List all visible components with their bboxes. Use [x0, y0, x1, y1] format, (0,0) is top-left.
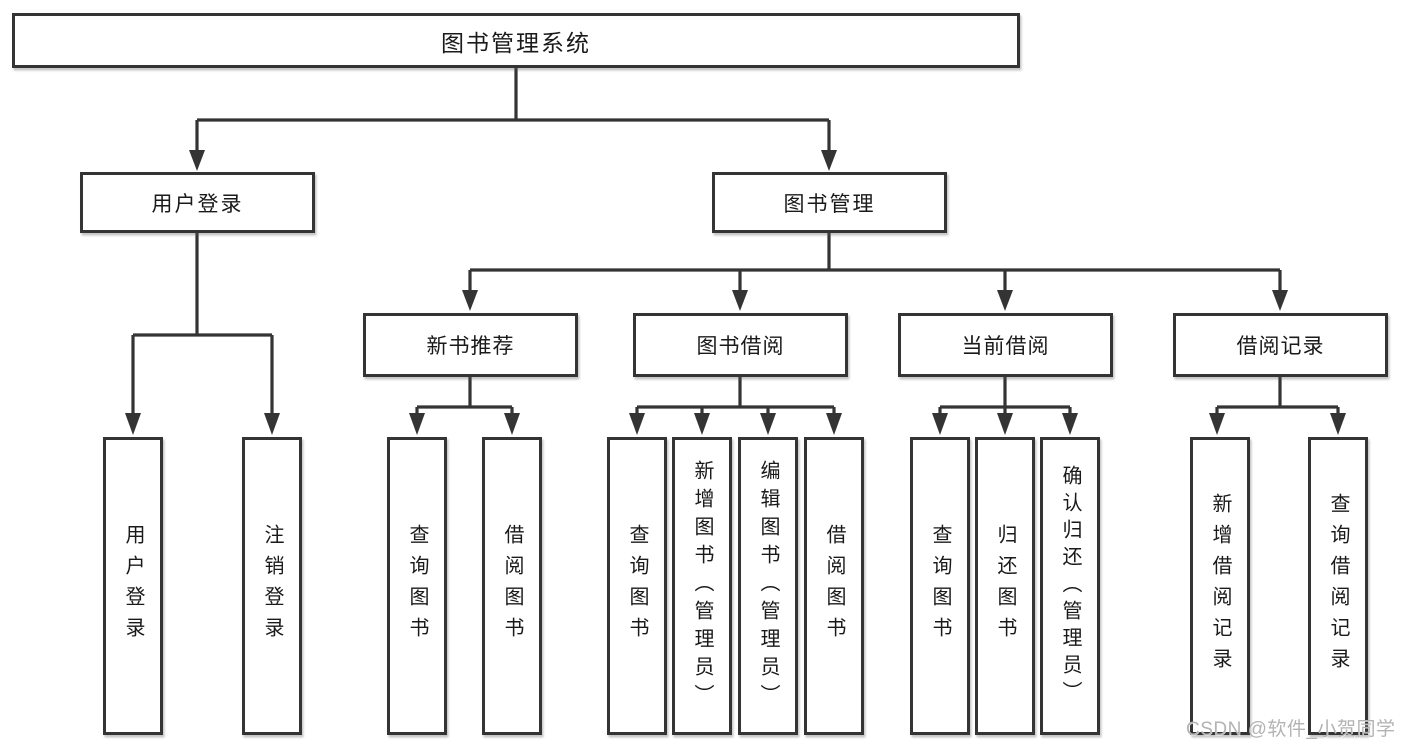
- node-current-borrowing: 当前借阅: [898, 313, 1113, 377]
- leaf-label: 借阅图书: [501, 524, 523, 648]
- node-leaf-borrow-books-1: 借阅图书: [482, 437, 542, 735]
- node-leaf-query-books-3: 查询图书: [910, 437, 970, 735]
- leaf-label: 查询图书: [626, 524, 648, 648]
- node-borrowing-records: 借阅记录: [1173, 313, 1388, 377]
- leaf-label: 查询图书: [406, 524, 428, 648]
- leaf-label: 用户登录: [122, 524, 144, 648]
- node-book-management: 图书管理: [712, 172, 947, 233]
- node-new-book-recommendation: 新书推荐: [363, 313, 578, 377]
- node-root: 图书管理系统: [12, 13, 1020, 68]
- node-leaf-logout: 注销登录: [242, 437, 302, 735]
- node-leaf-add-borrow-record: 新增借阅记录: [1190, 437, 1250, 735]
- node-leaf-confirm-return-admin: 确认归还（管理员）: [1040, 437, 1100, 735]
- leaf-label: 查询图书: [929, 524, 951, 648]
- node-leaf-user-login: 用户登录: [103, 437, 163, 735]
- leaf-label: 归还图书: [994, 524, 1016, 648]
- leaf-label: 新增借阅记录: [1209, 493, 1231, 679]
- leaf-label: 确认归还（管理员）: [1059, 464, 1081, 708]
- leaf-label: 新增图书（管理员）: [691, 460, 713, 712]
- leaf-label: 借阅图书: [823, 524, 845, 648]
- leaf-label: 注销登录: [261, 524, 283, 648]
- node-leaf-query-borrow-record: 查询借阅记录: [1308, 437, 1368, 735]
- watermark: CSDN @软件_小贺同学: [1186, 719, 1396, 740]
- node-leaf-edit-book-admin: 编辑图书（管理员）: [738, 437, 798, 735]
- node-book-borrowing: 图书借阅: [633, 313, 848, 377]
- node-leaf-query-books-2: 查询图书: [607, 437, 667, 735]
- node-user-login: 用户登录: [80, 172, 315, 233]
- leaf-label: 查询借阅记录: [1327, 493, 1349, 679]
- node-leaf-borrow-books-2: 借阅图书: [804, 437, 864, 735]
- node-leaf-query-books-1: 查询图书: [387, 437, 447, 735]
- node-leaf-return-books: 归还图书: [975, 437, 1035, 735]
- node-leaf-add-book-admin: 新增图书（管理员）: [672, 437, 732, 735]
- leaf-label: 编辑图书（管理员）: [757, 460, 779, 712]
